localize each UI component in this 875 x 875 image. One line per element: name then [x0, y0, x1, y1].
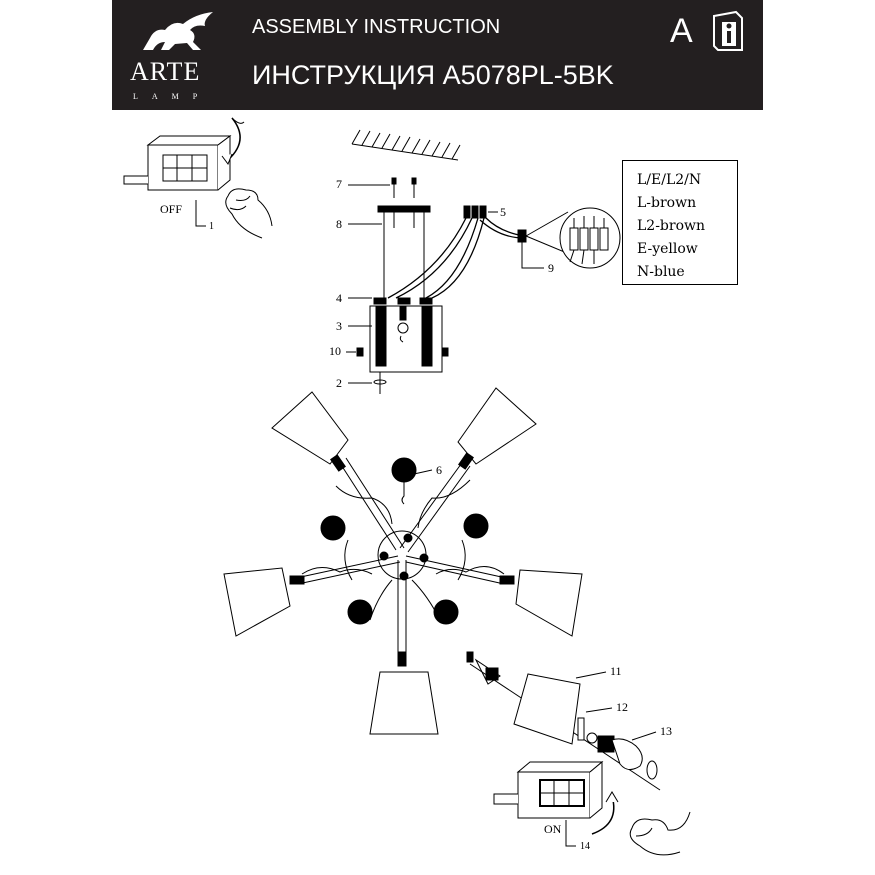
- legend-line: L-brown: [637, 195, 697, 211]
- version-letter: A: [670, 12, 693, 50]
- griffin-logo-icon: [143, 12, 213, 50]
- switch-off-label: OFF: [160, 202, 183, 216]
- curved-arrow-icon: [221, 117, 245, 166]
- threaded-rods: [375, 305, 433, 367]
- mounting-bracket: [377, 205, 431, 300]
- switch-on-label: ON: [544, 822, 562, 836]
- title-english: ASSEMBLY INSTRUCTION: [252, 16, 501, 38]
- hand-on-icon: [629, 811, 691, 856]
- callout-14: 14: [580, 841, 590, 852]
- hand-icon: [225, 188, 273, 239]
- terminal-block: [463, 205, 487, 219]
- callout-1: 1: [209, 221, 214, 232]
- title-russian: ИНСТРУКЦИЯ A5078PL-5BK: [252, 60, 614, 90]
- brand-name: ARTE: [130, 57, 201, 86]
- callout-5: 5: [500, 205, 506, 219]
- brand-subtitle: LAMP: [133, 92, 212, 101]
- wire-color-legend: L/E/L2/N L-brown L2-brown E-yellow N-blu…: [622, 160, 738, 285]
- legend-line: N-blue: [637, 264, 685, 280]
- callout-7: 7: [336, 177, 342, 191]
- callout-3: 3: [336, 319, 342, 333]
- ceiling-surface: [351, 129, 461, 161]
- callout-8: 8: [336, 217, 342, 231]
- header-banner: [112, 0, 763, 110]
- info-book-icon: [713, 10, 743, 51]
- power-switch-on: [493, 760, 604, 819]
- callout-4: 4: [336, 291, 342, 305]
- legend-line: L2-brown: [637, 218, 706, 234]
- callout-10: 10: [329, 344, 341, 358]
- legend-line: E-yellow: [637, 241, 698, 257]
- wires: [387, 217, 525, 299]
- callout-13: 13: [660, 724, 672, 738]
- wire-connector-zoom: [559, 207, 621, 269]
- curved-arrow-up-icon: [591, 791, 619, 835]
- callout-6: 6: [436, 463, 442, 477]
- callout-2: 2: [336, 376, 342, 390]
- callout-9: 9: [548, 261, 554, 275]
- callout-11: 11: [610, 664, 622, 678]
- shade-detail: [466, 651, 661, 791]
- legend-line: L/E/L2/N: [637, 172, 702, 188]
- power-switch-off: [123, 135, 232, 191]
- chandelier: [223, 387, 583, 735]
- screw-7: [391, 177, 417, 198]
- callout-12: 12: [616, 700, 628, 714]
